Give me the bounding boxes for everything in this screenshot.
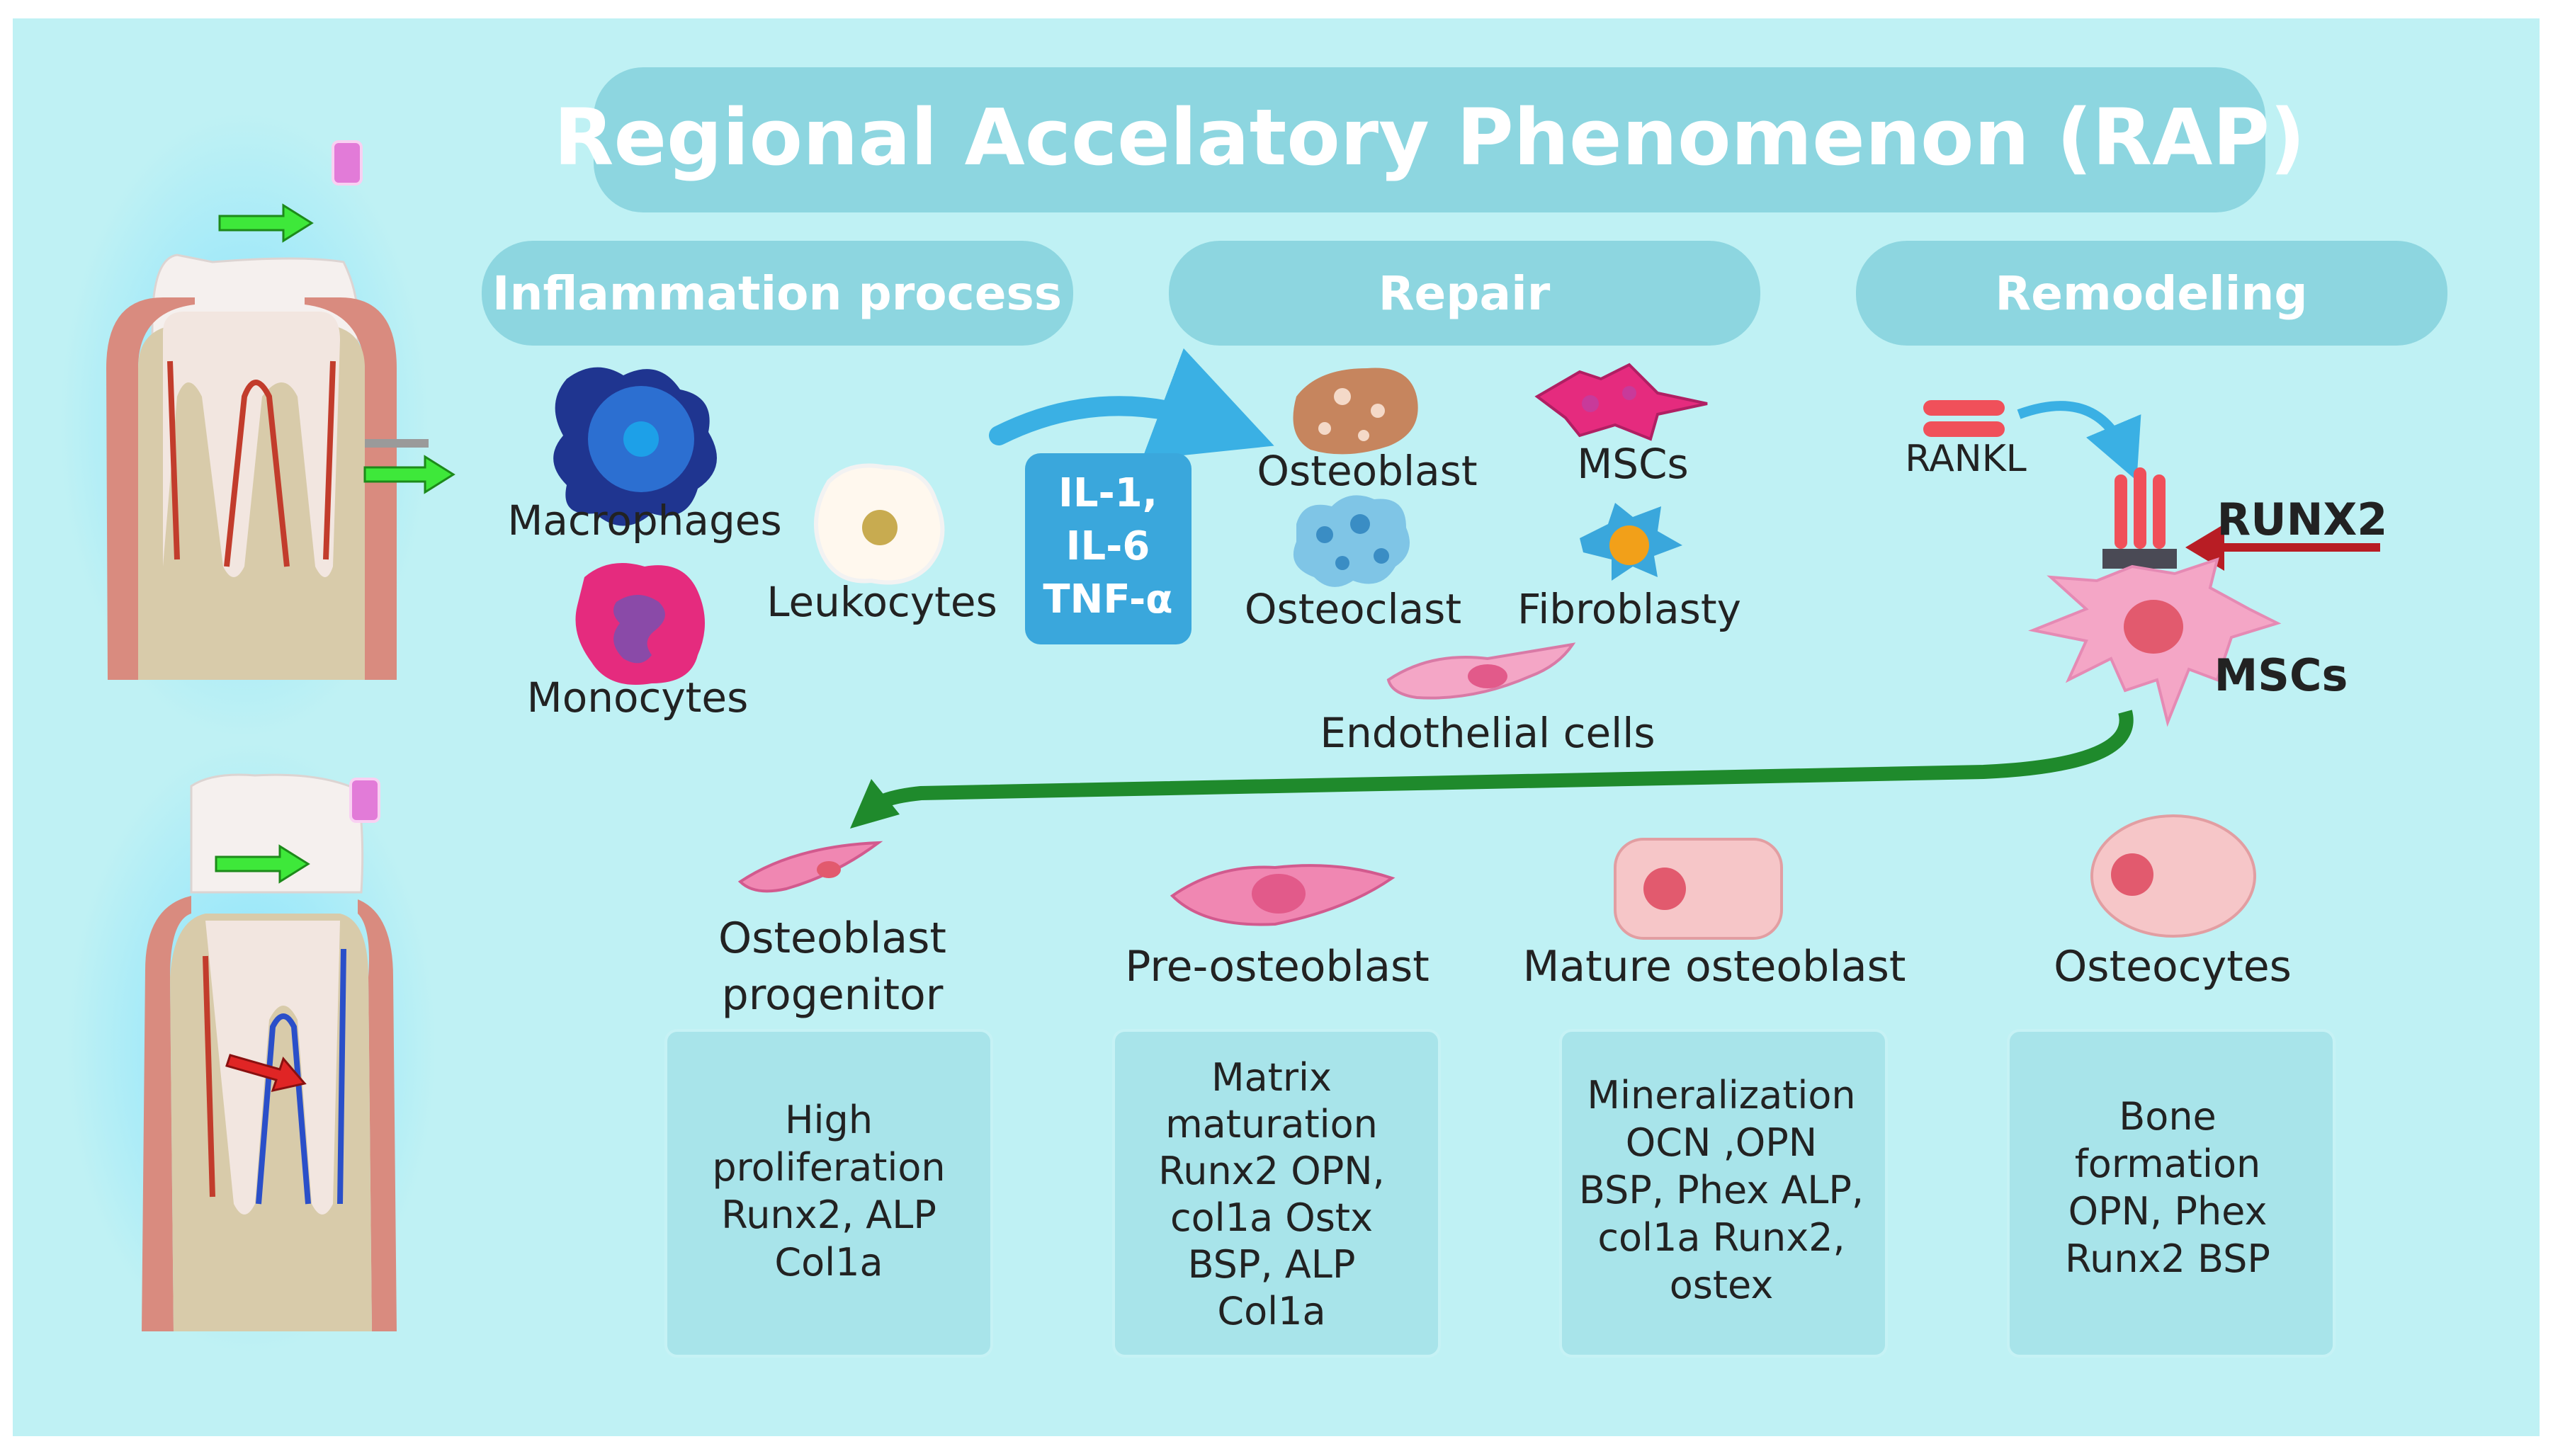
phase-header-remodeling: Remodeling xyxy=(1856,241,2447,346)
svg-text:TNF-α: TNF-α xyxy=(1043,576,1172,622)
svg-text:Mature osteoblast: Mature osteoblast xyxy=(1523,942,1906,991)
svg-text:ostex: ostex xyxy=(1670,1263,1774,1307)
label-osteoclast: Osteoclast xyxy=(1245,585,1461,633)
svg-text:Col1a: Col1a xyxy=(1217,1289,1325,1333)
svg-text:Osteoblast: Osteoblast xyxy=(718,914,946,963)
svg-text:IL-6: IL-6 xyxy=(1066,523,1150,569)
label-endothelial: Endothelial cells xyxy=(1320,709,1655,757)
svg-text:col1a Runx2,: col1a Runx2, xyxy=(1597,1215,1845,1260)
svg-text:BSP, Phex ALP,: BSP, Phex ALP, xyxy=(1579,1168,1864,1212)
svg-text:progenitor: progenitor xyxy=(722,970,944,1020)
label-osteoblast: Osteoblast xyxy=(1257,447,1477,495)
fibroblast-icon xyxy=(1580,503,1682,581)
title-banner: Regional Accelatory Phenomenon (RAP) xyxy=(554,67,2305,212)
label-mscs-repair: MSCs xyxy=(1577,440,1689,488)
stage-pre-osteoblast: Pre-osteoblast xyxy=(1125,864,1430,991)
label-rankl: RANKL xyxy=(1905,438,2027,480)
svg-text:Pre-osteoblast: Pre-osteoblast xyxy=(1125,942,1430,991)
arrow-right-icon xyxy=(363,455,455,494)
svg-text:Runx2, ALP: Runx2, ALP xyxy=(721,1193,936,1237)
arrow-right-icon xyxy=(215,844,310,884)
monocyte-icon xyxy=(575,563,705,685)
marker-box-pre-osteoblast: Matrix maturation Runx2 OPN, col1a Ostx … xyxy=(1112,1029,1441,1358)
label-fibroblasty: Fibroblasty xyxy=(1517,585,1741,633)
label-monocytes: Monocytes xyxy=(527,673,749,722)
phase-header-inflammation: Inflammation process xyxy=(482,241,1073,346)
stage-osteoblast-progenitor: Osteoblast progenitor xyxy=(718,841,946,1020)
svg-text:Osteocytes: Osteocytes xyxy=(2054,942,2292,991)
marker-box-mature-osteoblast: Mineralization OCN ,OPN BSP, Phex ALP, c… xyxy=(1559,1029,1888,1358)
svg-text:Repair: Repair xyxy=(1379,266,1551,321)
svg-text:High: High xyxy=(785,1098,873,1142)
cytokine-arrow xyxy=(989,348,1274,460)
svg-text:OPN, Phex: OPN, Phex xyxy=(2068,1189,2268,1234)
cytokine-box: IL-1, IL-6 TNF-α xyxy=(1025,453,1191,644)
svg-text:maturation: maturation xyxy=(1165,1102,1378,1147)
page-title: Regional Accelatory Phenomenon (RAP) xyxy=(554,92,2305,183)
svg-text:Matrix: Matrix xyxy=(1211,1055,1332,1100)
svg-text:BSP, ALP: BSP, ALP xyxy=(1188,1242,1356,1287)
rankl-arrow xyxy=(2017,401,2141,481)
svg-text:OCN ,OPN: OCN ,OPN xyxy=(1626,1120,1817,1165)
arrow-right-icon xyxy=(218,203,314,243)
svg-text:Runx2 BSP: Runx2 BSP xyxy=(2065,1236,2270,1281)
marker-box-osteocytes: Bone formation OPN, Phex Runx2 BSP xyxy=(2007,1029,2336,1358)
svg-text:Inflammation process: Inflammation process xyxy=(492,266,1062,321)
receptor-icon xyxy=(2102,467,2177,569)
rankl-icon xyxy=(1923,400,2005,437)
tooth-illustration-bottom xyxy=(67,744,436,1353)
svg-text:formation: formation xyxy=(2075,1142,2260,1186)
svg-text:IL-1,: IL-1, xyxy=(1058,470,1157,516)
flow-arrow-head xyxy=(850,779,900,829)
osteoblast-icon xyxy=(1293,368,1418,455)
mscs-remodeling-icon xyxy=(2028,557,2282,727)
svg-text:Runx2 OPN,: Runx2 OPN, xyxy=(1158,1149,1385,1193)
arrow-red-icon xyxy=(225,1054,307,1093)
osteoclast-icon xyxy=(1293,495,1410,587)
label-leukocytes: Leukocytes xyxy=(766,578,997,626)
endothelial-cell-icon xyxy=(1386,642,1576,700)
label-runx2: RUNX2 xyxy=(2217,494,2388,545)
mscs-repair-icon xyxy=(1534,363,1708,441)
phase-header-repair: Repair xyxy=(1169,241,1760,346)
label-mscs-remodeling: MSCs xyxy=(2214,649,2348,701)
label-macrophages: Macrophages xyxy=(507,496,781,545)
marker-box-progenitor: High proliferation Runx2, ALP Col1a xyxy=(664,1029,993,1358)
svg-text:Col1a: Col1a xyxy=(774,1240,883,1285)
tooth-illustration-top xyxy=(60,113,455,736)
leukocyte-icon xyxy=(814,463,945,585)
macrophage-icon xyxy=(553,367,717,526)
stage-mature-osteoblast: Mature osteoblast xyxy=(1523,838,1906,991)
svg-text:proliferation: proliferation xyxy=(712,1145,945,1190)
svg-text:col1a Ostx: col1a Ostx xyxy=(1170,1195,1373,1240)
stage-osteocytes: Osteocytes xyxy=(2054,814,2292,991)
svg-text:Bone: Bone xyxy=(2119,1094,2217,1139)
flow-arrow xyxy=(867,710,2134,814)
svg-text:Remodeling: Remodeling xyxy=(1995,266,2307,321)
svg-text:Mineralization: Mineralization xyxy=(1587,1073,1855,1117)
